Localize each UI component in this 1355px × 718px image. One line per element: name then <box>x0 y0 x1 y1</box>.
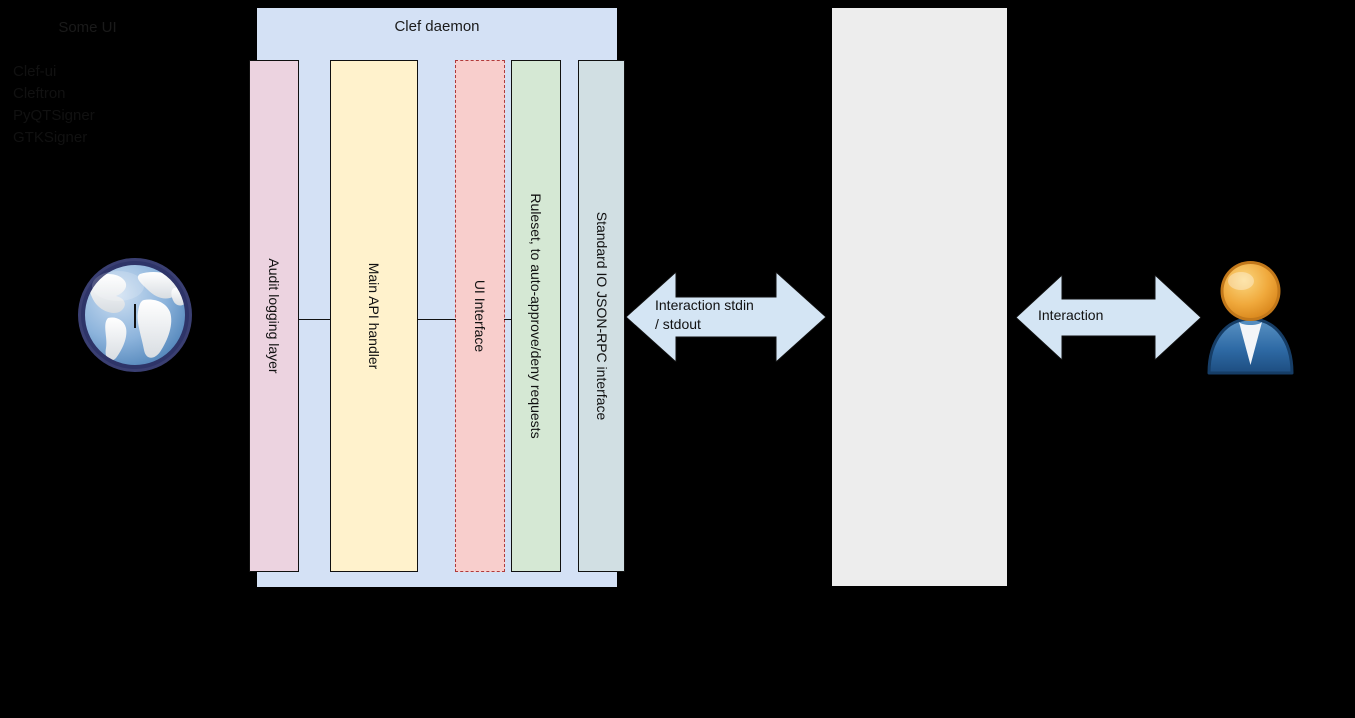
double-arrow-stdio-icon <box>626 272 826 362</box>
some-ui-panel <box>832 8 1007 586</box>
list-item: Clef-ui <box>13 63 57 80</box>
arrow-stdio-label: Interaction stdin / stdout <box>655 296 805 334</box>
arrow-interaction-label: Interaction <box>1038 307 1104 323</box>
user-avatar-icon <box>1203 255 1298 375</box>
box-ruleset-label: Ruleset, to auto-approve/deny requests <box>528 193 544 439</box>
arrow-stdio-label-line2: / stdout <box>655 316 701 332</box>
arrow-stdio-label-line1: Interaction stdin <box>655 297 754 313</box>
connector-ui-to-ruleset <box>504 319 512 320</box>
box-audit-logging-layer[interactable]: Audit logging layer <box>249 60 299 572</box>
box-main-api-handler-label: Main API handler <box>366 262 382 370</box>
box-standard-io-jsonrpc-interface[interactable]: Standard IO JSON-RPC interface <box>578 60 625 572</box>
clef-daemon-title: Clef daemon <box>394 18 480 35</box>
box-main-api-handler[interactable]: Main API handler <box>330 60 418 572</box>
clef-daemon-container <box>257 8 617 587</box>
some-ui-title: Some UI <box>58 19 117 36</box>
box-standard-io-jsonrpc-interface-label: Standard IO JSON-RPC interface <box>593 211 610 421</box>
double-arrow-interaction-icon <box>1016 275 1201 360</box>
box-ui-interface[interactable]: UI Interface <box>455 60 505 572</box>
list-item: PyQTSigner <box>13 107 95 124</box>
connector-audit-to-api <box>299 319 331 320</box>
box-ruleset[interactable]: Ruleset, to auto-approve/deny requests <box>511 60 561 572</box>
list-item: GTKSigner <box>13 129 88 146</box>
connector-api-to-ui <box>418 319 456 320</box>
box-ui-interface-label: UI Interface <box>472 279 488 353</box>
globe-icon <box>74 254 196 376</box>
box-audit-logging-layer-label: Audit logging layer <box>266 258 282 374</box>
some-ui-list: Clef-ui Cleftron PyQTSigner GTKSigner <box>13 61 173 149</box>
list-item: Cleftron <box>13 85 66 102</box>
